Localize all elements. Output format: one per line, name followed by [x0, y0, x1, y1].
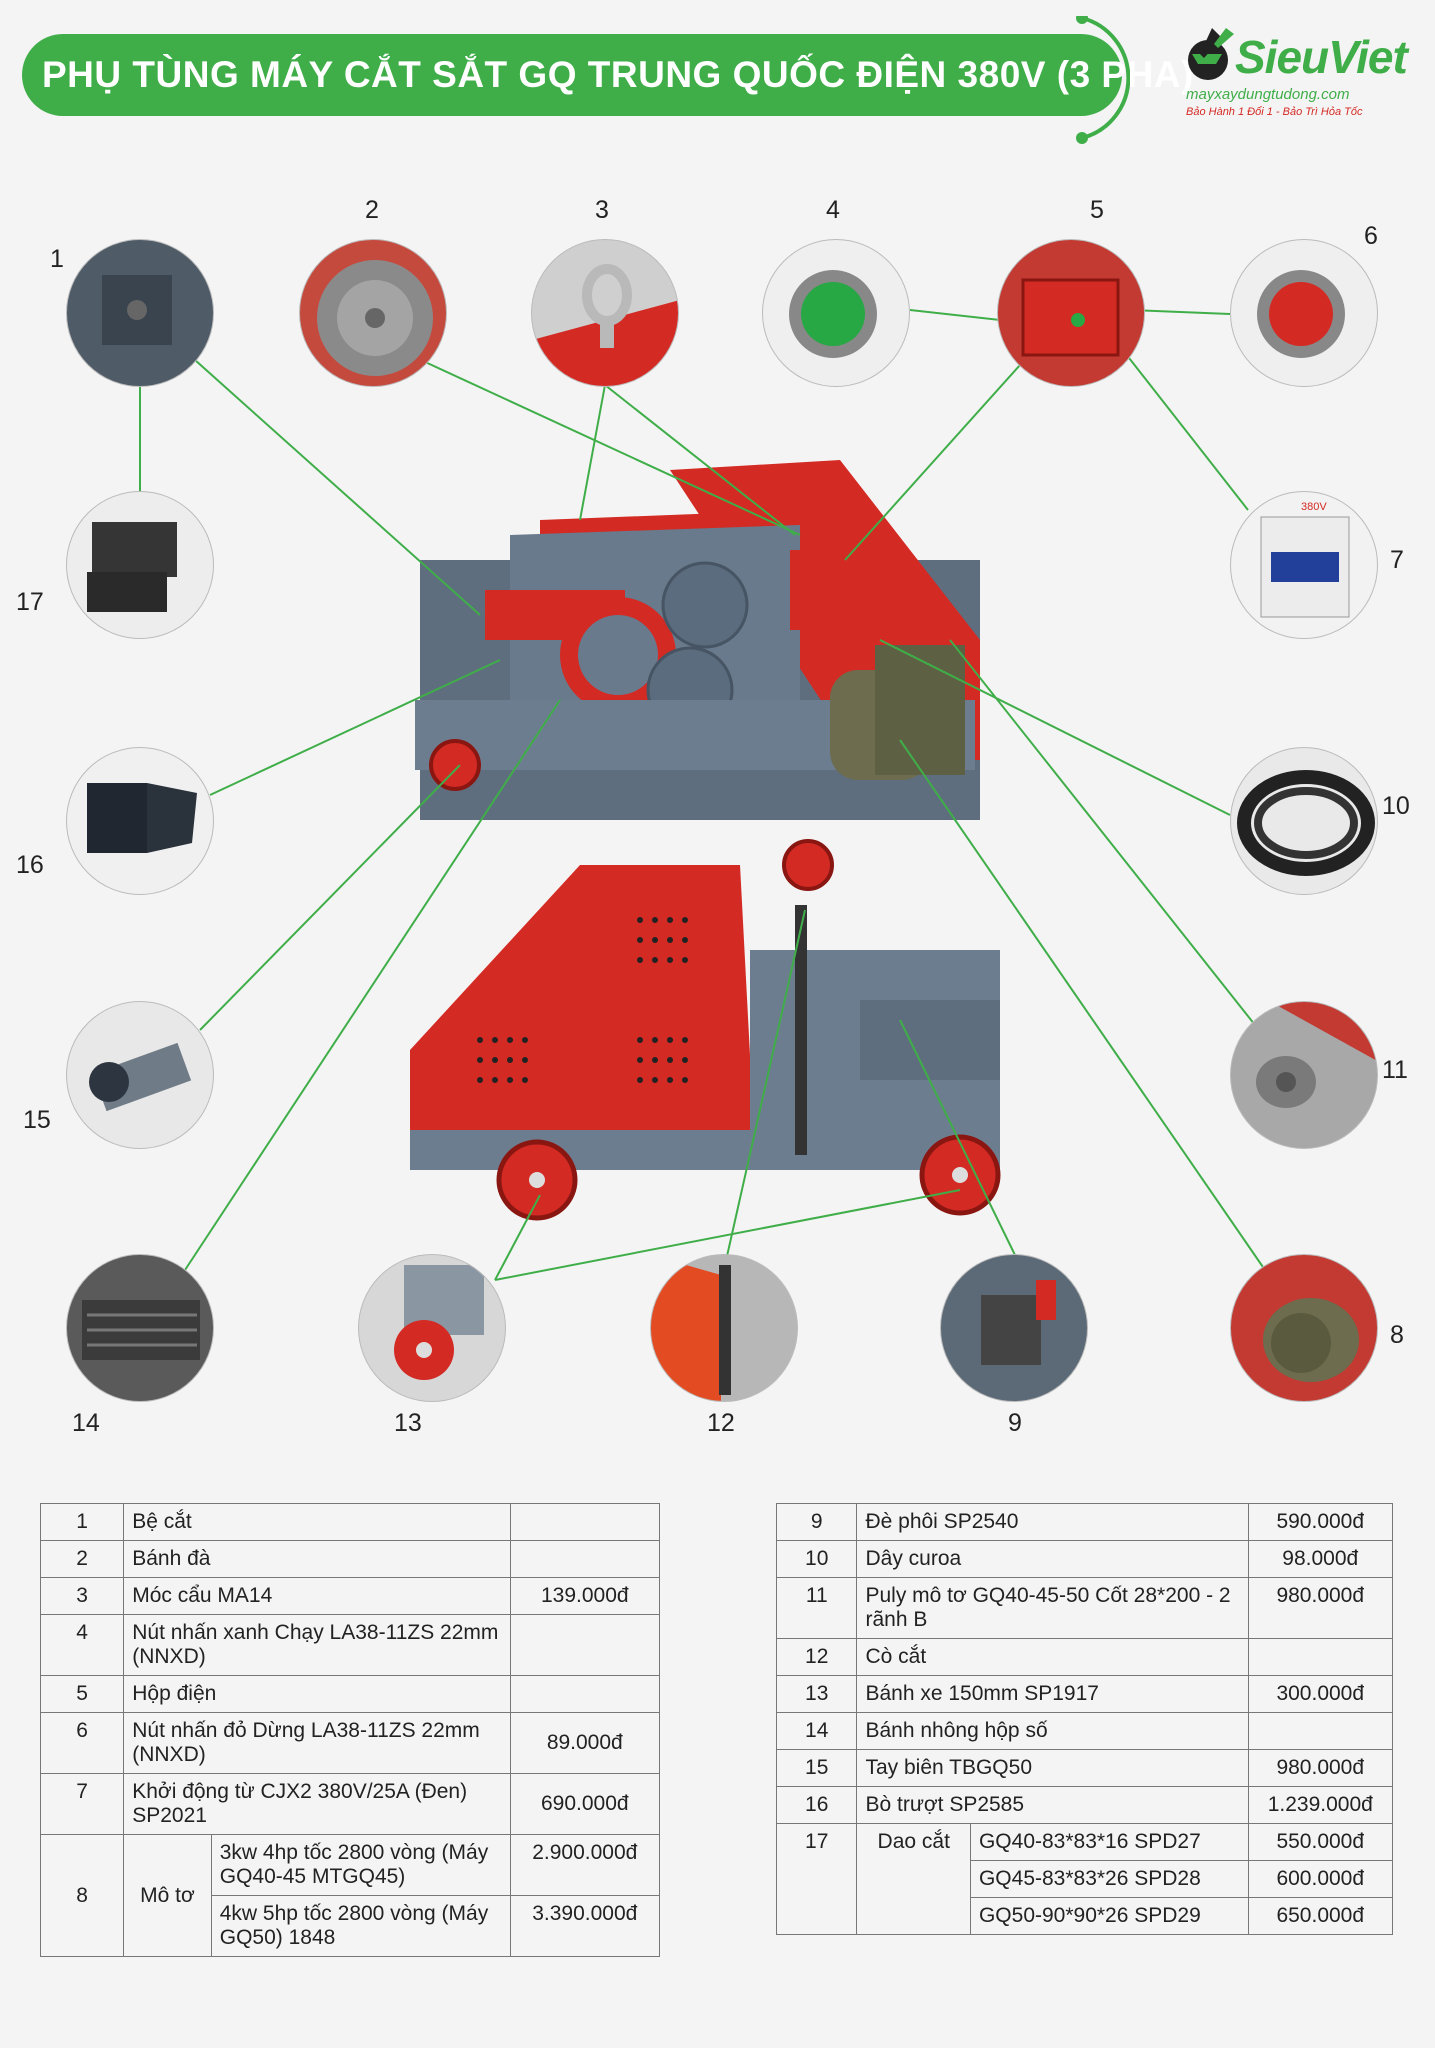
- part-12-cutting-lever-image: [650, 1254, 798, 1402]
- callout-5: 5: [1090, 196, 1104, 224]
- title-banner: PHỤ TÙNG MÁY CẮT SẮT GQ TRUNG QUỐC ĐIỆN …: [22, 34, 1193, 116]
- part-11-motor-pulley-image: [1230, 1001, 1378, 1149]
- callout-7: 7: [1390, 546, 1404, 574]
- table-row-blade-option: GQ45-83*83*26 SPD28 600.000đ: [777, 1860, 1394, 1898]
- table-row: 14 Bánh nhông hộp số: [775, 1712, 1394, 1750]
- table-row-blade-option: GQ50-90*90*26 SPD29 650.000đ: [777, 1897, 1394, 1935]
- table-row-blade: 17 Dao cắt GQ40-83*83*16 SPD27 550.000đ: [775, 1823, 1394, 1935]
- table-row: 10 Dây curoa 98.000đ: [775, 1540, 1394, 1578]
- table-row: 7 Khởi động từ CJX2 380V/25A (Đen) SP202…: [39, 1773, 661, 1835]
- callout-17: 17: [16, 588, 44, 616]
- svg-text:380V: 380V: [1301, 501, 1327, 513]
- part-1-cutter-base-image: [66, 239, 214, 387]
- table-row-motor-option: 4kw 5hp tốc 2800 vòng (Máy GQ50) 1848 3.…: [41, 1895, 661, 1957]
- callout-11: 11: [1382, 1056, 1408, 1084]
- logo-website: mayxaydungtudong.com: [1186, 86, 1350, 103]
- part-7-contactor-image: 380V: [1230, 491, 1378, 639]
- callout-16: 16: [16, 851, 44, 879]
- parts-price-table-right: 9 Đè phôi SP2540 590.000đ 10 Dây curoa 9…: [775, 1503, 1394, 1935]
- machine-illustration: [139, 309, 1266, 1281]
- table-row: 11 Puly mô tơ GQ40-45-50 Cốt 28*200 - 2 …: [775, 1577, 1394, 1639]
- table-row: 13 Bánh xe 150mm SP1917 300.000đ: [775, 1675, 1394, 1713]
- table-row: 16 Bò trượt SP2585 1.239.000đ: [775, 1786, 1394, 1824]
- part-8-motor-image: [1230, 1254, 1378, 1402]
- part-4-green-button-image: [762, 239, 910, 387]
- callout-8: 8: [1390, 1321, 1404, 1349]
- callout-lines: [139, 309, 1266, 1281]
- part-5-electrical-box-image: [997, 239, 1145, 387]
- machine-top-illustration: [415, 460, 980, 891]
- part-16-slider-image: [66, 747, 214, 895]
- table-row: 5 Hộp điện: [39, 1675, 661, 1713]
- callout-2: 2: [365, 196, 379, 224]
- brand-logo: SieuViet mayxaydungtudong.com Bảo Hành 1…: [1180, 22, 1408, 122]
- table-row: 15 Tay biên TBGQ50 980.000đ: [775, 1749, 1394, 1787]
- part-6-red-button-image: [1230, 239, 1378, 387]
- table-row: 12 Cò cắt: [775, 1638, 1394, 1676]
- table-row: 4 Nút nhấn xanh Chạy LA38-11ZS 22mm (NNX…: [39, 1614, 661, 1676]
- logo-name: SieuViet: [1235, 31, 1408, 83]
- part-2-flywheel-image: [299, 239, 447, 387]
- part-13-wheel-image: [358, 1254, 506, 1402]
- table-row: 2 Bánh đà: [39, 1540, 661, 1578]
- parts-price-table-left: 1 Bệ cắt 2 Bánh đà 3 Móc cẩu MA14 139.00…: [39, 1503, 661, 1957]
- part-14-gearbox-gear-image: [66, 1254, 214, 1402]
- callout-10: 10: [1382, 792, 1410, 820]
- logo-tagline: Bảo Hành 1 Đổi 1 - Bảo Trì Hỏa Tốc: [1186, 106, 1363, 118]
- part-3-lifting-hook-image: [531, 239, 679, 387]
- callout-9: 9: [1008, 1409, 1022, 1437]
- callout-4: 4: [826, 196, 840, 224]
- banner-arc-decoration: [1076, 16, 1130, 144]
- page-title: PHỤ TÙNG MÁY CẮT SẮT GQ TRUNG QUỐC ĐIỆN …: [42, 54, 1194, 95]
- logo-mark-icon: [1188, 28, 1234, 80]
- callout-14: 14: [72, 1409, 100, 1437]
- callout-6: 6: [1364, 222, 1378, 250]
- callout-3: 3: [595, 196, 609, 224]
- callout-15: 15: [23, 1106, 51, 1134]
- part-15-connecting-rod-image: [66, 1001, 214, 1149]
- table-row: 3 Móc cẩu MA14 139.000đ: [39, 1577, 661, 1615]
- callout-12: 12: [707, 1409, 735, 1437]
- callout-13: 13: [394, 1409, 422, 1437]
- table-row: 6 Nút nhấn đỏ Dừng LA38-11ZS 22mm (NNXD)…: [39, 1712, 661, 1774]
- table-row: 9 Đè phôi SP2540 590.000đ: [775, 1503, 1394, 1541]
- table-row-motor: 8 Mô tơ 3kw 4hp tốc 2800 vòng (Máy GQ40-…: [39, 1834, 661, 1957]
- part-9-workpiece-clamp-image: [940, 1254, 1088, 1402]
- table-row: 1 Bệ cắt: [39, 1503, 661, 1541]
- callout-1: 1: [50, 245, 64, 273]
- part-10-drive-belt-image: [1230, 747, 1378, 895]
- part-17-cutting-blade-image: [66, 491, 214, 639]
- machine-bottom-illustration: [410, 865, 1001, 1221]
